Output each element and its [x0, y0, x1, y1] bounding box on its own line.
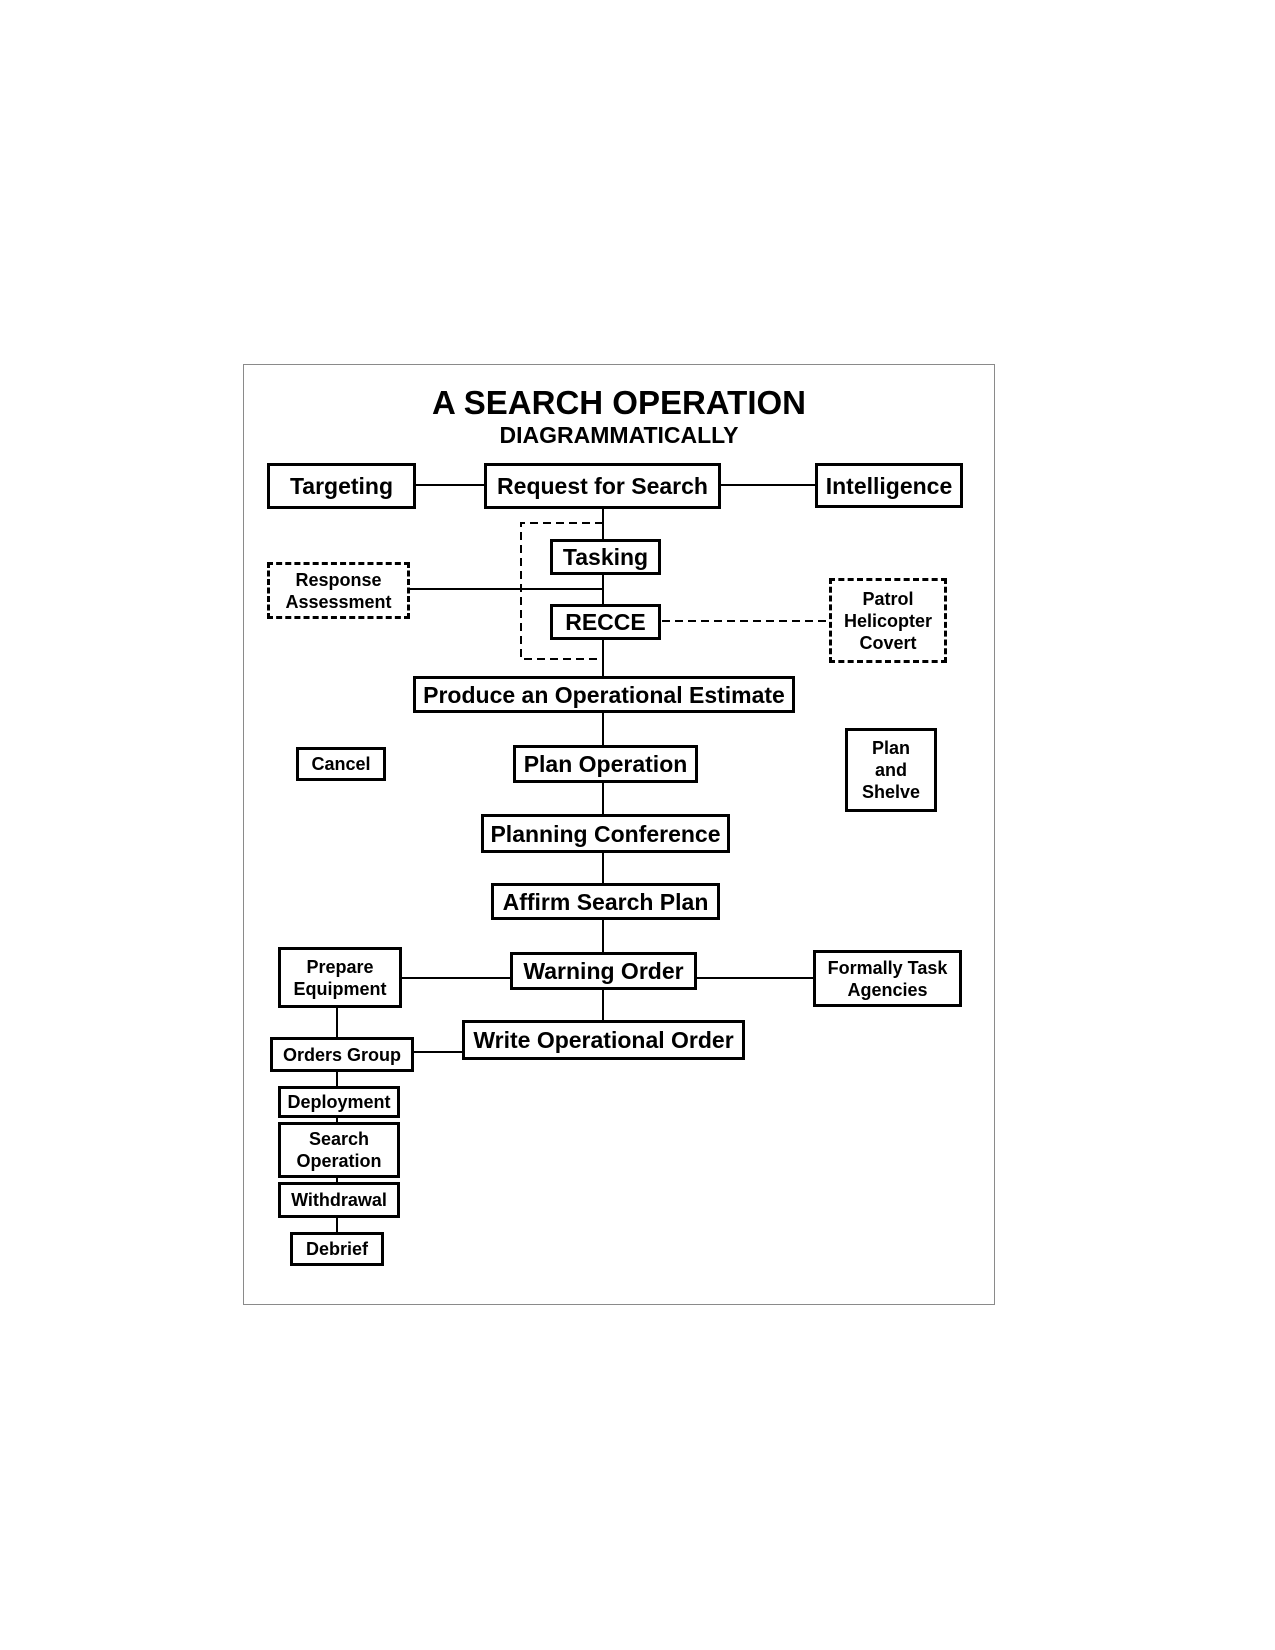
- recce-box: RECCE: [550, 604, 661, 640]
- prepare-equipment-box: Prepare Equipment: [278, 947, 402, 1008]
- affirm-search-plan-box: Affirm Search Plan: [491, 883, 720, 920]
- planning-conference-box: Planning Conference: [481, 814, 730, 853]
- diagram-subtitle: DIAGRAMMATICALLY: [499, 422, 739, 448]
- write-operational-order-box: Write Operational Order: [462, 1020, 745, 1060]
- request-for-search-box: Request for Search: [484, 463, 721, 509]
- orders-group-box: Orders Group: [270, 1037, 414, 1072]
- diagram-title: A SEARCH OPERATION: [431, 384, 807, 421]
- tasking-box: Tasking: [550, 539, 661, 575]
- operational-estimate-box: Produce an Operational Estimate: [413, 676, 795, 713]
- cancel-box: Cancel: [296, 747, 386, 781]
- intelligence-box: Intelligence: [815, 463, 963, 508]
- dashed-recce-loop: [520, 522, 603, 660]
- debrief-box: Debrief: [290, 1232, 384, 1266]
- patrol-helicopter-covert-box: Patrol Helicopter Covert: [829, 578, 947, 663]
- formally-task-agencies-box: Formally Task Agencies: [813, 950, 962, 1007]
- diagram-frame: [243, 364, 995, 1305]
- response-assessment-box: Response Assessment: [267, 562, 410, 619]
- plan-and-shelve-box: Plan and Shelve: [845, 728, 937, 812]
- plan-operation-box: Plan Operation: [513, 745, 698, 783]
- targeting-box: Targeting: [267, 463, 416, 509]
- warning-order-box: Warning Order: [510, 952, 697, 990]
- deployment-box: Deployment: [278, 1086, 400, 1118]
- withdrawal-box: Withdrawal: [278, 1182, 400, 1218]
- search-operation-box: Search Operation: [278, 1122, 400, 1178]
